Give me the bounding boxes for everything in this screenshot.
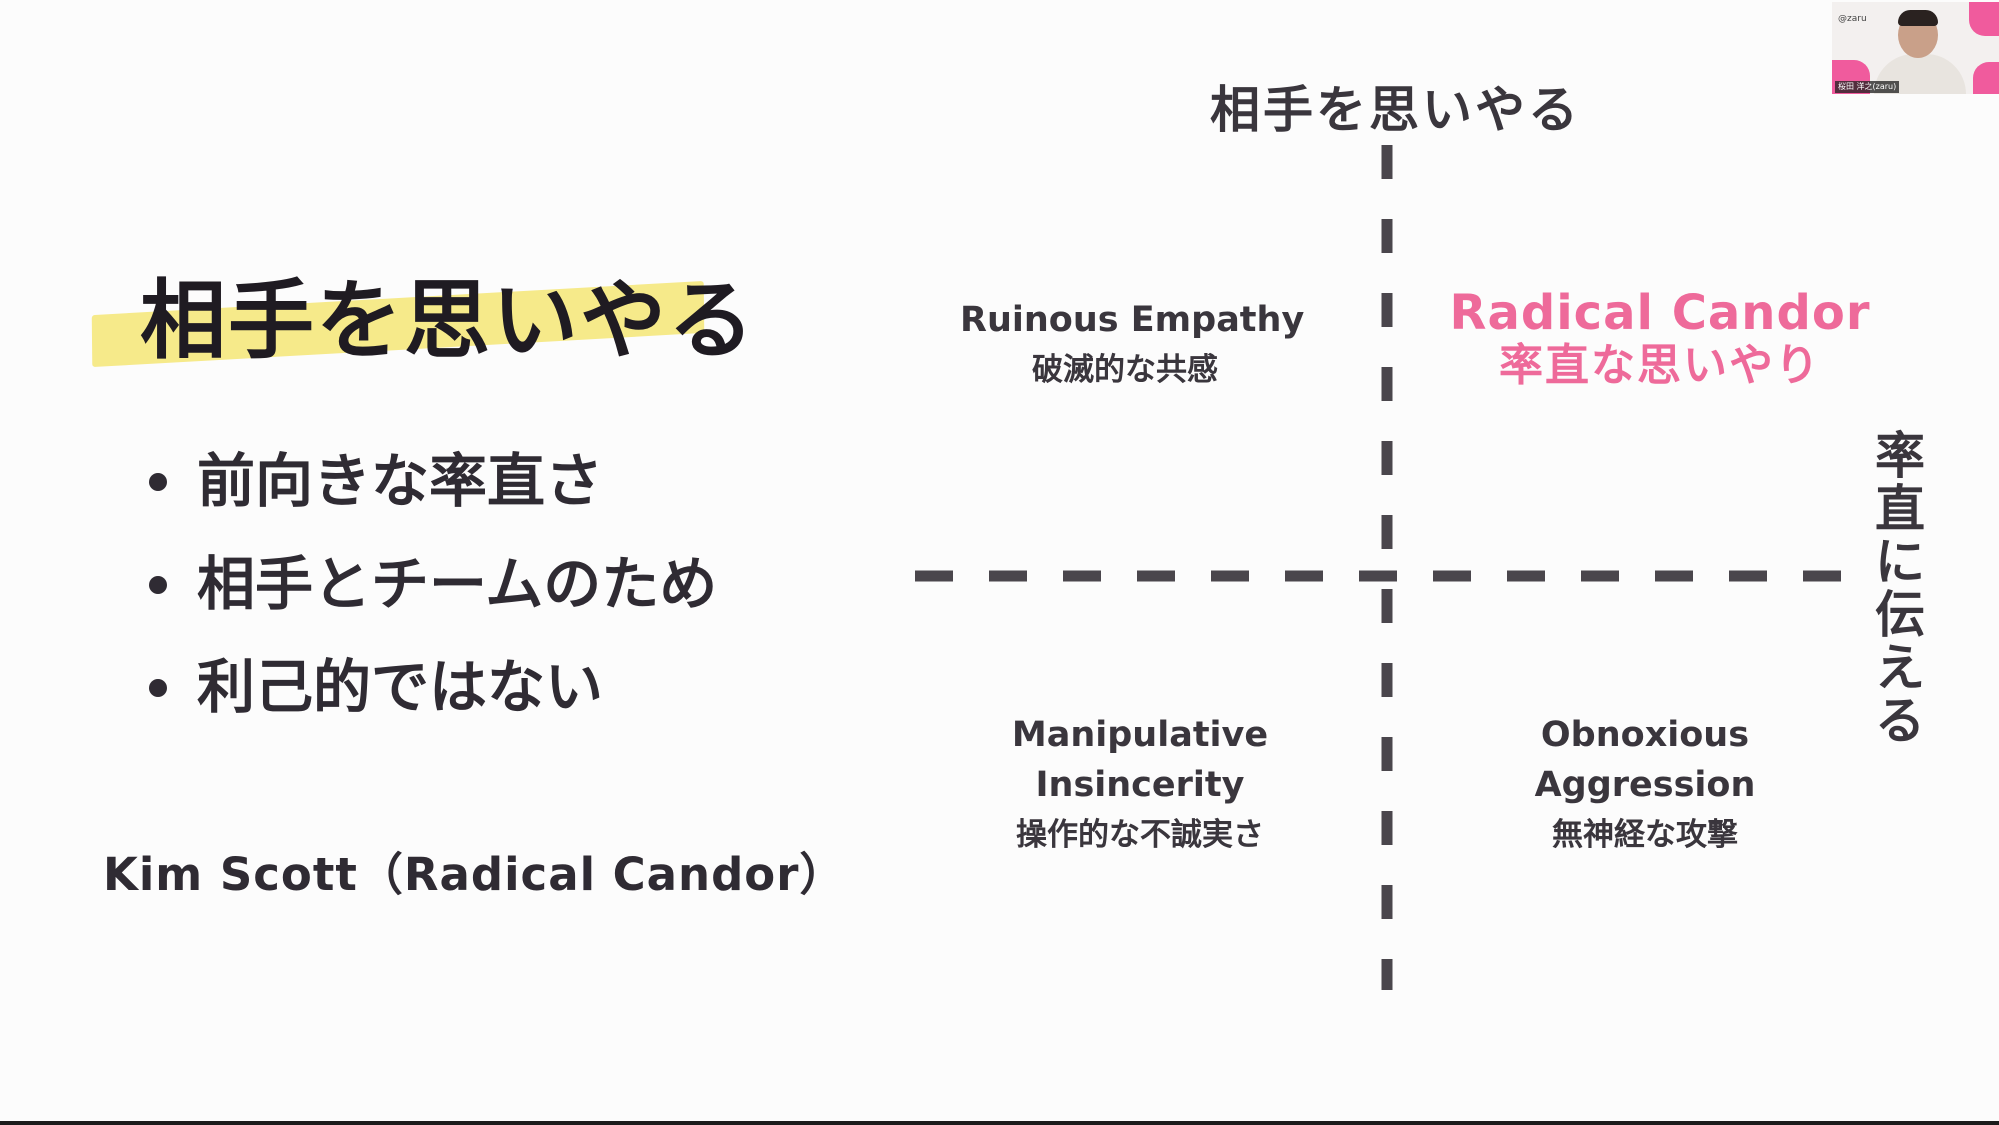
quadrant-subtitle: 破滅的な共感 (1032, 352, 1218, 388)
speaker-name-label: 桜田 洋之(zaru) (1835, 81, 1900, 93)
speaker-webcam-thumbnail[interactable]: @zaru 桜田 洋之(zaru) (1832, 2, 1999, 94)
slide-title: 相手を思いやる (140, 271, 756, 371)
bullet-dot-icon (149, 576, 167, 594)
quadrant-manipulative-insincerity: Manipulative Insincerity 操作的な不誠実さ (960, 710, 1320, 860)
bullet-text: 相手とチームのため (197, 550, 718, 618)
quadrant-title: Radical Candor (1449, 285, 1871, 341)
quadrant-title: Ruinous Empathy (960, 300, 1305, 340)
background-shape (1973, 62, 1999, 94)
webcam-logo-text: @zaru (1838, 14, 1867, 24)
axis-char: 率 (1875, 427, 1925, 485)
bullet-text: 前向きな率直さ (197, 447, 604, 515)
bullet-item: 相手とチームのため (145, 548, 717, 651)
axis-char: 直 (1875, 480, 1925, 538)
bullet-dot-icon (149, 679, 167, 697)
quadrant-radical-candor: Radical Candor 率直な思いやり (1440, 285, 1880, 391)
axis-char: る (1875, 692, 1925, 750)
axis-char: 伝 (1875, 586, 1925, 644)
axis-char: え (1875, 639, 1925, 697)
bullet-item: 前向きな率直さ (145, 445, 717, 548)
quadrant-subtitle: 無神経な攻撃 (1552, 817, 1738, 853)
bullet-item: 利己的ではない (145, 651, 717, 754)
source-credit: Kim Scott（Radical Candor） (103, 848, 846, 901)
speaker-hair (1898, 10, 1938, 26)
slide-title-block: 相手を思いやる (91, 238, 754, 371)
quadrant-subtitle: 操作的な不誠実さ (1016, 817, 1264, 853)
quadrant-title-line1: Obnoxious (1540, 715, 1750, 755)
axis-label-candor: 率 直 に 伝 え る (1872, 430, 1928, 748)
bullet-dot-icon (149, 473, 167, 491)
quadrant-obnoxious-aggression: Obnoxious Aggression 無神経な攻撃 (1500, 710, 1790, 860)
quadrant-title-line2: Aggression (1534, 765, 1756, 805)
axis-label-caring: 相手を思いやる (1210, 81, 1581, 139)
quadrant-title-line2: Insincerity (1035, 765, 1245, 805)
bottom-border (0, 1121, 1999, 1125)
bullet-text: 利己的ではない (197, 653, 604, 721)
axis-char: に (1875, 533, 1925, 591)
bullet-list: 前向きな率直さ 相手とチームのため 利己的ではない (145, 445, 717, 754)
quadrant-title-line1: Manipulative (1011, 715, 1269, 755)
background-shape (1969, 2, 1999, 36)
quadrant-ruinous-empathy: Ruinous Empathy 破滅的な共感 (960, 295, 1305, 395)
quadrant-subtitle: 率直な思いやり (1499, 340, 1821, 391)
